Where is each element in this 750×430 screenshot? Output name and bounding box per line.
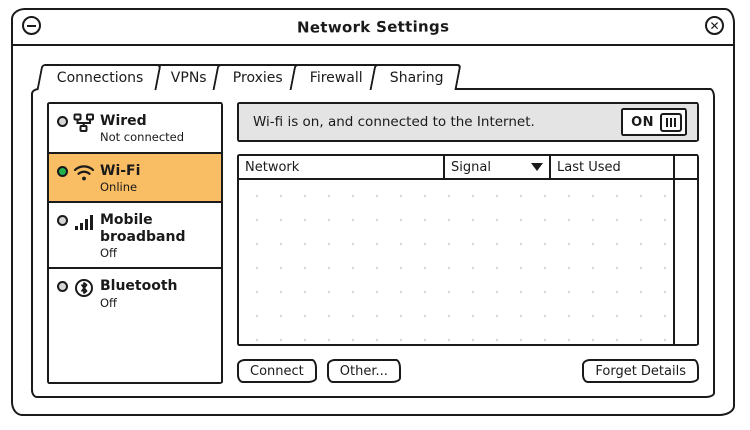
tab-firewall[interactable]: Firewall — [289, 64, 381, 90]
tab-connections-label: Connections — [56, 70, 144, 86]
tab-proxies-label: Proxies — [233, 70, 283, 86]
table-header-row: Network Signal Last Used — [239, 156, 697, 180]
ethernet-icon — [73, 112, 95, 134]
x-glyph: ✕ — [709, 18, 720, 33]
tab-firewall-label: Firewall — [309, 70, 363, 86]
grip-line — [666, 117, 668, 127]
grip-line — [674, 117, 676, 127]
close-circle-icon[interactable]: ✕ — [705, 16, 724, 35]
status-banner: Wi-fi is on, and connected to the Intern… — [237, 102, 699, 142]
wifi-icon — [73, 162, 95, 184]
list-item-wired-name: Wired — [100, 113, 147, 129]
table-scrollbar[interactable] — [673, 180, 697, 344]
title-bar: Network Settings ✕ — [13, 10, 733, 46]
list-item-mobile-broadband-name: Mobile broadband — [100, 212, 186, 245]
sort-descending-icon[interactable] — [531, 163, 543, 171]
other-button[interactable]: Other... — [326, 359, 401, 383]
tab-sharing-label: Sharing — [389, 70, 444, 86]
network-table[interactable]: Network Signal Last Used — [237, 154, 699, 346]
column-header-network[interactable]: Network — [239, 156, 445, 178]
status-dot-mobile-broadband — [57, 215, 68, 227]
tab-proxies[interactable]: Proxies — [212, 64, 301, 90]
table-rows-empty[interactable] — [239, 180, 673, 344]
minimize-circle-icon[interactable] — [22, 16, 41, 35]
list-item-bluetooth-name: Bluetooth — [100, 278, 178, 295]
connections-tab-panel: Wired Not connected Wi-Fi — [31, 88, 715, 398]
toggle-knob[interactable] — [660, 112, 682, 132]
list-item-wifi-name: Wi-Fi — [100, 162, 141, 179]
column-header-signal-label: Signal — [451, 159, 491, 175]
tab-sharing[interactable]: Sharing — [369, 64, 462, 90]
list-item-mobile-broadband-state: Off — [100, 245, 117, 260]
column-header-signal[interactable]: Signal — [445, 156, 551, 178]
list-item-mobile-broadband[interactable]: Mobile broadband Off — [49, 203, 221, 270]
connections-list[interactable]: Wired Not connected Wi-Fi — [47, 102, 223, 384]
status-dot-bluetooth — [57, 281, 68, 293]
action-bar: Connect Other... Forget Details — [237, 358, 699, 384]
forget-details-button[interactable]: Forget Details — [582, 359, 699, 383]
list-item-wired[interactable]: Wired Not connected — [49, 104, 221, 154]
connect-button[interactable]: Connect — [237, 359, 317, 383]
status-banner-text: Wi-fi is on, and connected to the Intern… — [253, 114, 535, 130]
wifi-toggle-label: ON — [631, 114, 654, 130]
signal-bars-icon — [73, 211, 95, 233]
tab-strip: Connections VPNs Proxies Firewall Sharin… — [36, 62, 715, 90]
column-header-last-used[interactable]: Last Used — [551, 156, 675, 178]
list-item-wifi-text: Wi-Fi Online — [100, 161, 140, 195]
column-header-spacer — [675, 156, 697, 178]
tab-connections[interactable]: Connections — [36, 64, 162, 90]
list-item-bluetooth-state: Off — [100, 295, 117, 310]
list-item-bluetooth[interactable]: Bluetooth Off — [49, 269, 221, 317]
tab-vpns-label: VPNs — [170, 70, 207, 86]
table-body — [239, 180, 697, 344]
list-item-wifi-state: Online — [100, 179, 138, 194]
grip-line — [670, 117, 672, 127]
list-item-bluetooth-text: Bluetooth Off — [100, 276, 178, 310]
list-item-mobile-broadband-text: Mobile broadband Off — [100, 210, 215, 260]
list-item-wifi[interactable]: Wi-Fi Online — [49, 153, 221, 204]
minus-glyph — [27, 24, 36, 27]
wifi-power-toggle[interactable]: ON — [621, 108, 687, 136]
list-item-wired-text: Wired Not connected — [100, 111, 184, 145]
wifi-detail-pane: Wi-fi is on, and connected to the Intern… — [237, 102, 699, 384]
status-dot-wifi — [57, 165, 68, 177]
list-item-wired-state: Not connected — [100, 130, 185, 145]
bluetooth-icon — [73, 277, 95, 299]
network-settings-window: Network Settings ✕ Connections VPNs Prox… — [11, 8, 735, 416]
panel-area: Connections VPNs Proxies Firewall Sharin… — [13, 46, 733, 418]
status-dot-wired — [57, 116, 68, 127]
window-title: Network Settings — [296, 17, 450, 37]
